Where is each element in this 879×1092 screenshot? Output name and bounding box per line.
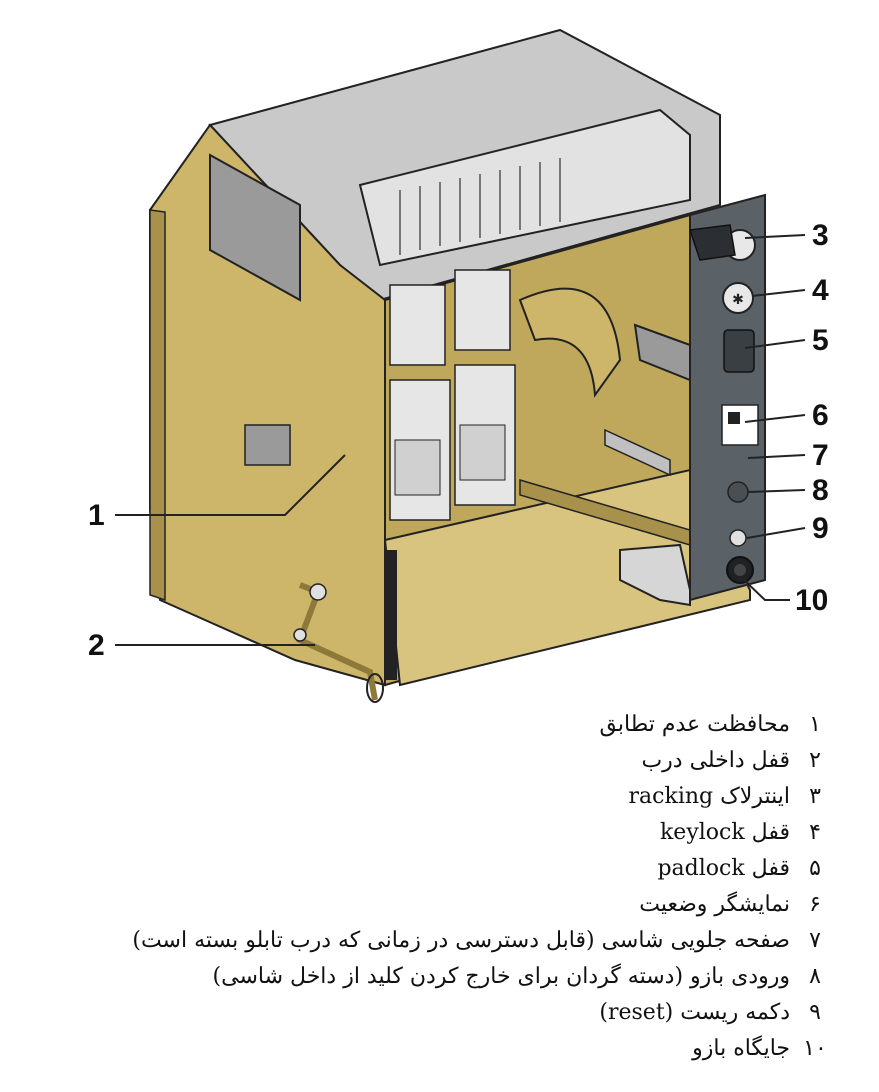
legend: ۱ محافظت عدم تطابق ۲ قفل داخلی درب ۳ اینترل…: [0, 708, 879, 1088]
legend-text: قفل داخلی درب: [641, 748, 790, 773]
chassis-left-flange: [149, 209, 166, 602]
legend-item: ۵ قفل padlock: [40, 852, 840, 886]
legend-item: ۹ دکمه ریست (reset): [40, 996, 840, 1030]
callout-1: 1: [88, 499, 105, 532]
legend-text: اینترلاک racking: [628, 784, 790, 809]
legend-text: قفل keylock: [659, 820, 790, 845]
legend-number: ۱۰: [803, 1036, 827, 1061]
callout-10: 10: [795, 584, 828, 617]
arc-chute-fins: [399, 158, 561, 255]
front-plate-components: ✱: [688, 224, 759, 584]
legend-number: ۱: [809, 712, 821, 737]
legend-number: ۳: [809, 784, 821, 809]
arc-chute: [358, 108, 691, 267]
chassis-diagram: ✱ 1 2 3 4 5 6 7 8 9 10: [88, 28, 829, 703]
legend-item: ۴ قفل keylock: [40, 816, 840, 850]
legend-item: ۶ نمایشگر وضعیت: [40, 888, 840, 922]
legend-text: نمایشگر وضعیت: [639, 892, 790, 917]
legend-text: دکمه ریست (reset): [599, 1000, 790, 1025]
legend-text: قفل padlock: [657, 856, 790, 881]
callout-4: 4: [812, 274, 829, 307]
side-handle-recess: [209, 153, 301, 302]
legend-text: جایگاه بازو: [692, 1036, 790, 1061]
callout-7: 7: [812, 439, 829, 472]
racking-cam: [518, 287, 622, 398]
callout-5: 5: [812, 324, 829, 357]
legend-text: ورودی بازو (دسته گردان برای خارج کردن کل…: [212, 964, 790, 989]
legend-number: ۵: [809, 856, 821, 881]
legend-item: ۱ محافظت عدم تطابق: [40, 708, 840, 742]
legend-item: ۳ اینترلاک racking: [40, 780, 840, 814]
legend-number: ۸: [809, 964, 821, 989]
legend-number: ۴: [809, 820, 821, 845]
callout-2: 2: [88, 629, 105, 662]
callout-6: 6: [812, 399, 829, 432]
door-interlock-linkage: [293, 550, 397, 703]
interlock-block: [619, 543, 691, 607]
legend-text: صفحه جلویی شاسی (قابل دسترسی در زمانی که…: [132, 928, 790, 953]
upper-connectors: [389, 269, 511, 366]
legend-item: ۲ قفل داخلی درب: [40, 744, 840, 778]
side-label-plate: [244, 424, 291, 466]
legend-number: ۶: [809, 892, 821, 917]
lower-connectors: [389, 364, 516, 521]
callout-8: 8: [812, 474, 829, 507]
callout-leaders: [115, 234, 806, 646]
legend-text: محافظت عدم تطابق: [599, 712, 790, 737]
legend-number: ۷: [809, 928, 821, 953]
shutter-bar: [604, 428, 671, 477]
callout-9: 9: [812, 512, 829, 545]
callout-3: 3: [812, 219, 829, 252]
legend-number: ۹: [809, 1000, 821, 1025]
legend-item: ۷ صفحه جلویی شاسی (قابل دسترسی در زمانی ک…: [40, 924, 840, 958]
legend-item: ۸ ورودی بازو (دسته گردان برای خارج کردن ک…: [40, 960, 840, 994]
legend-item: ۱۰ جایگاه بازو: [40, 1032, 840, 1066]
legend-number: ۲: [809, 748, 821, 773]
svg-text:✱: ✱: [732, 292, 744, 308]
